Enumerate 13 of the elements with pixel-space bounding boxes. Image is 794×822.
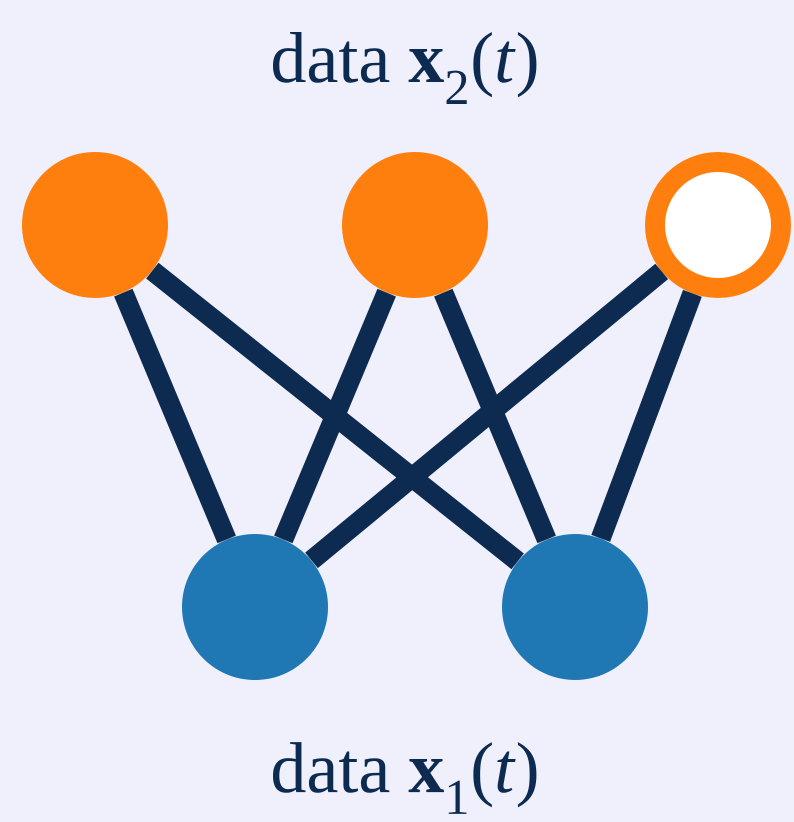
connector-line bbox=[146, 262, 524, 570]
connector-line bbox=[434, 288, 556, 544]
circle-node bbox=[182, 534, 328, 680]
connector-line bbox=[114, 288, 236, 544]
axis-label: data x$_{2}$(t) bbox=[273, 32, 536, 104]
connector-line bbox=[305, 264, 668, 568]
circle-node bbox=[342, 152, 488, 298]
circle-node bbox=[22, 152, 168, 298]
connector-line bbox=[591, 290, 702, 542]
circle-node bbox=[645, 152, 791, 298]
axis-label: data x$_{1}$(t) bbox=[273, 742, 536, 814]
connector-line bbox=[274, 288, 396, 544]
circle-node bbox=[502, 534, 648, 680]
